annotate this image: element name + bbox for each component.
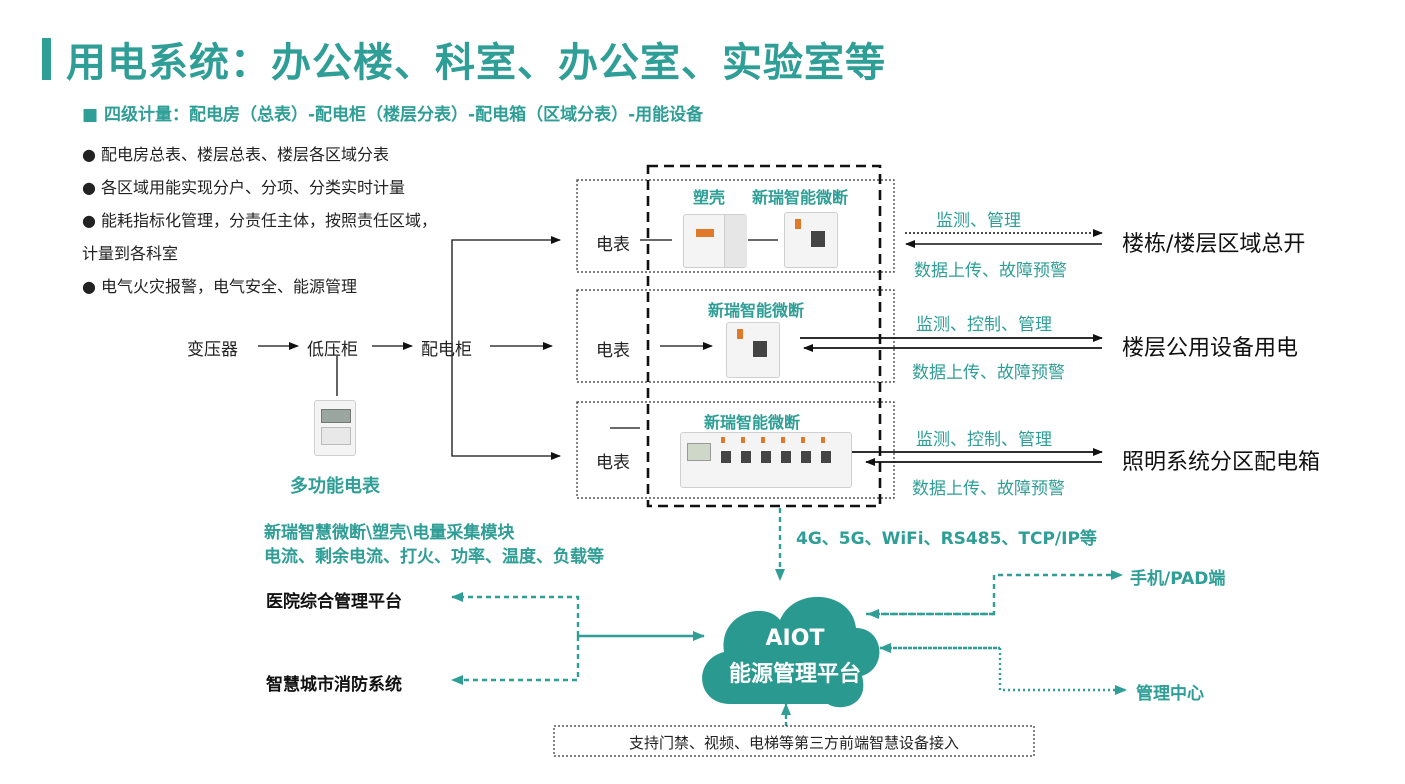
branch-line-low — [451, 346, 561, 460]
meter-device-icon — [314, 400, 356, 456]
row1-target: 楼栋/楼层区域总开 — [1122, 232, 1306, 257]
row3-target: 照明系统分区配电箱 — [1122, 450, 1321, 475]
cloud-shape — [702, 596, 880, 708]
node-transformer: 变压器 — [187, 340, 238, 360]
target-management-center: 管理中心 — [1136, 684, 1204, 704]
bottom-note: 支持门禁、视频、电梯等第三方前端智慧设备接入 — [628, 734, 959, 752]
right-link-bottom — [880, 646, 1127, 695]
target-mobile: 手机/PAD端 — [1130, 569, 1226, 589]
mcb-breaker-icon — [784, 212, 838, 268]
node-dist-cabinet: 配电柜 — [421, 340, 472, 360]
mccb-breaker-icon — [683, 214, 747, 268]
row2-meter: 电表 — [596, 341, 630, 361]
row1-box — [576, 179, 895, 273]
list-item: ● 能耗指标化管理，分责任主体，按照责任区域， — [82, 211, 438, 230]
platform-name-line1: AIOT — [765, 626, 825, 651]
row2-upper-label: 监测、控制、管理 — [916, 315, 1052, 335]
row3-box — [576, 401, 895, 499]
row3-lower-label: 数据上传、故障预警 — [912, 479, 1065, 499]
meter-caption: 多功能电表 — [290, 476, 380, 497]
device-frame — [646, 164, 882, 508]
left-link-bottom — [451, 636, 580, 685]
target-hospital-platform: 医院综合管理平台 — [266, 592, 402, 612]
row2-lower-label: 数据上传、故障预警 — [912, 363, 1065, 383]
network-protocols: 4G、5G、WiFi、RS485、TCP/IP等 — [796, 529, 1097, 549]
row3-meter: 电表 — [596, 453, 630, 473]
feature-list: ● 配电房总表、楼层总表、楼层各区域分表 ● 各区域用能实现分户、分项、分类实时… — [82, 138, 437, 303]
row3-device-label: 新瑞智能微断 — [704, 413, 801, 432]
mcb-breaker-icon — [726, 322, 780, 378]
right-link-top — [866, 570, 1123, 616]
title-accent-bar — [42, 38, 51, 80]
modules-line2: 电流、剩余电流、打火、功率、温度、负载等 — [264, 547, 604, 567]
row1-device-label-mcb: 新瑞智能微断 — [752, 188, 849, 207]
row2-target: 楼层公用设备用电 — [1122, 336, 1299, 361]
modules-line1: 新瑞智慧微断\塑壳\电量采集模块 — [264, 523, 515, 543]
list-item: 计量到各科室 — [82, 244, 179, 263]
row2-box — [576, 289, 895, 383]
row1-meter: 电表 — [596, 235, 630, 255]
list-item: ● 各区域用能实现分户、分项、分类实时计量 — [82, 178, 406, 197]
branch-line — [451, 236, 561, 346]
node-lv-cabinet: 低压柜 — [307, 340, 358, 360]
page-title: 用电系统：办公楼、科室、办公室、实验室等 — [66, 40, 886, 86]
breaker-array-icon — [680, 432, 852, 488]
row1-upper-label: 监测、管理 — [936, 211, 1021, 231]
platform-name-line2: 能源管理平台 — [728, 662, 861, 687]
list-item: ● 配电房总表、楼层总表、楼层各区域分表 — [82, 145, 390, 164]
target-city-fire-system: 智慧城市消防系统 — [266, 675, 402, 695]
list-item: ● 电气火灾报警，电气安全、能源管理 — [82, 277, 358, 296]
left-link-top — [451, 592, 580, 636]
row1-lower-label: 数据上传、故障预警 — [914, 261, 1067, 281]
row1-device-label-mccb: 塑壳 — [693, 188, 726, 207]
row3-upper-label: 监测、控制、管理 — [916, 430, 1052, 450]
row2-device-label: 新瑞智能微断 — [708, 301, 805, 320]
page-subtitle: ■ 四级计量：配电房（总表）-配电柜（楼层分表）-配电箱（区域分表）-用能设备 — [82, 105, 704, 125]
bottom-note-box — [553, 725, 1035, 757]
